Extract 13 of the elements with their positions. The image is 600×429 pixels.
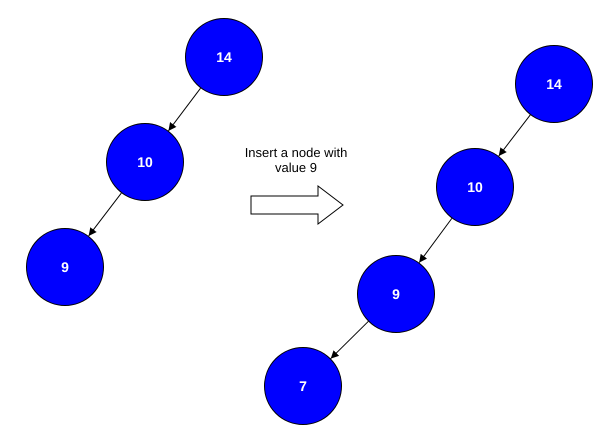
arrow [88,192,122,236]
node-value: 10 [467,179,483,195]
node-value: 10 [137,154,153,170]
arrow [418,218,452,264]
node-value: 14 [546,76,562,92]
arrow [330,320,369,360]
annotation-text: Insert a node with value 9 [244,145,348,175]
node-value: 9 [392,286,400,302]
node-value: 7 [299,378,307,394]
node-value: 9 [61,259,69,275]
node-value: 14 [216,49,232,65]
arrow [498,114,531,157]
arrow [168,88,202,132]
